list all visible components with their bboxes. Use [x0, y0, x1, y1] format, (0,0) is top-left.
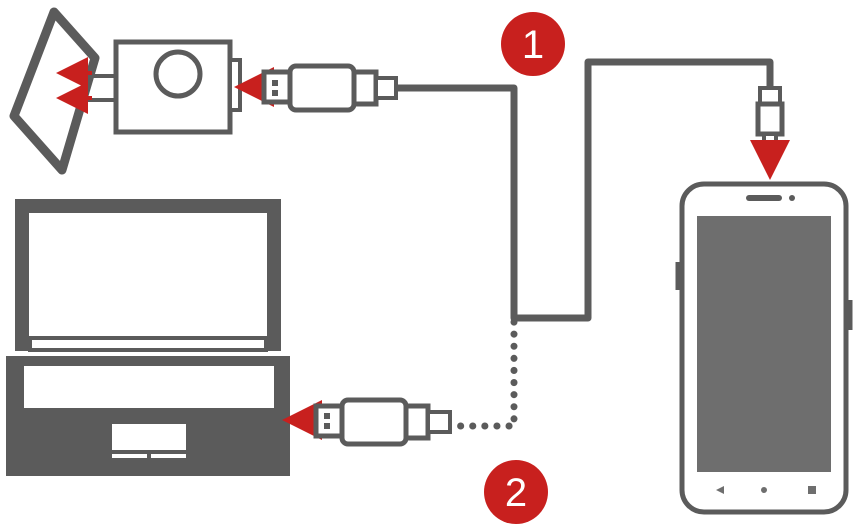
usb-a-plug-icon — [313, 397, 452, 447]
micro-usb-plug-icon — [755, 86, 785, 148]
usb-power-adapter-icon — [113, 39, 242, 135]
smartphone-icon — [675, 181, 853, 515]
step-1-badge: 1 — [501, 12, 565, 76]
direction-arrow-icon — [56, 57, 92, 114]
usb-cable-alternate — [452, 318, 518, 430]
laptop-icon — [6, 199, 290, 476]
usb-cable — [396, 58, 774, 322]
step-1-label: 1 — [522, 23, 544, 67]
step-2-badge: 2 — [484, 460, 548, 524]
wall-outlet-icon — [9, 7, 100, 175]
step-2-label: 2 — [505, 471, 527, 515]
usb-a-plug-icon — [261, 63, 398, 113]
